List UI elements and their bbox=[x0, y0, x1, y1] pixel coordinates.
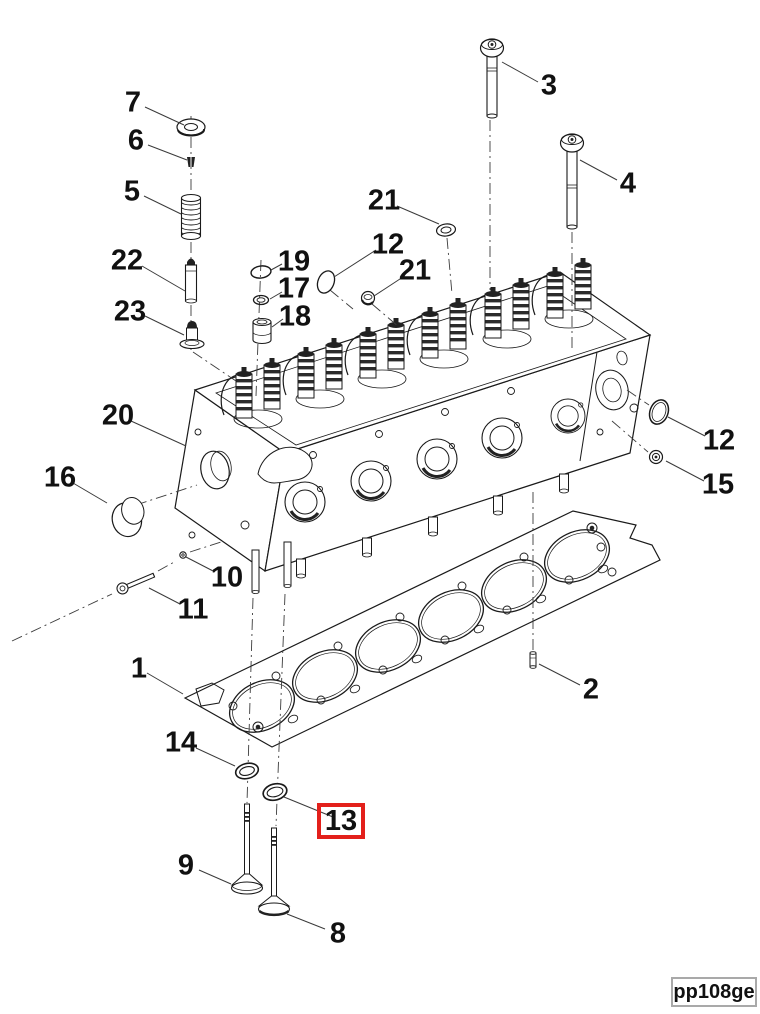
plug-part-21-mid bbox=[360, 290, 376, 306]
valve-guide-part-18 bbox=[252, 317, 272, 345]
callout-22[interactable]: 22 bbox=[110, 244, 144, 277]
valve-retainer-part-7 bbox=[176, 118, 206, 137]
callout-6[interactable]: 6 bbox=[127, 124, 145, 157]
callout-8[interactable]: 8 bbox=[329, 917, 347, 950]
intake-valve-part-9 bbox=[230, 803, 264, 895]
callout-1[interactable]: 1 bbox=[130, 652, 148, 685]
head-bolt-part-4 bbox=[559, 133, 585, 230]
valve-guide-tubes bbox=[251, 541, 292, 595]
head-bolt-part-3 bbox=[479, 38, 505, 119]
diagram-code-label: pp108ge bbox=[671, 977, 757, 1007]
callout-18[interactable]: 18 bbox=[278, 300, 312, 333]
callout-4[interactable]: 4 bbox=[619, 167, 637, 200]
callout-12-upper[interactable]: 12 bbox=[371, 228, 405, 261]
callout-3[interactable]: 3 bbox=[540, 69, 558, 102]
tappet-part-23 bbox=[179, 321, 205, 350]
callout-21-mid[interactable]: 21 bbox=[398, 254, 432, 287]
o-ring-part-12-upper bbox=[316, 270, 336, 294]
callout-leader-lines bbox=[72, 61, 706, 930]
exhaust-valve-part-8 bbox=[257, 827, 291, 917]
plug-part-15 bbox=[648, 449, 664, 465]
head-right-end-face bbox=[595, 350, 639, 436]
callout-17[interactable]: 17 bbox=[277, 272, 311, 305]
valve-keeper-part-6 bbox=[187, 157, 195, 167]
callout-12-right[interactable]: 12 bbox=[702, 424, 736, 457]
callout-10[interactable]: 10 bbox=[210, 561, 244, 594]
callout-5[interactable]: 5 bbox=[123, 175, 141, 208]
callout-7[interactable]: 7 bbox=[124, 86, 142, 119]
cylinder-head-drawing bbox=[174, 258, 652, 595]
callout-21-top[interactable]: 21 bbox=[367, 184, 401, 217]
seal-ring-part-17 bbox=[252, 294, 270, 306]
cup-plug-part-16 bbox=[111, 496, 145, 538]
callout-23[interactable]: 23 bbox=[113, 295, 147, 328]
snap-ring-part-19 bbox=[250, 265, 272, 279]
callout-11[interactable]: 11 bbox=[177, 593, 209, 626]
callout-9[interactable]: 9 bbox=[177, 849, 195, 882]
callout-19[interactable]: 19 bbox=[277, 245, 311, 278]
callout-15[interactable]: 15 bbox=[701, 468, 735, 501]
callout-16[interactable]: 16 bbox=[43, 461, 77, 494]
stud-part-11 bbox=[116, 572, 156, 595]
dowel-stud-part-2 bbox=[529, 651, 537, 669]
push-rod-part-22 bbox=[184, 258, 198, 304]
o-ring-part-12-right bbox=[648, 399, 670, 425]
valve-seat-part-13 bbox=[262, 782, 288, 802]
head-gasket-drawing bbox=[183, 510, 661, 748]
highlighted-callout-box[interactable]: 13 bbox=[317, 803, 365, 839]
callout-14[interactable]: 14 bbox=[164, 726, 198, 759]
ball-part-10 bbox=[179, 551, 187, 559]
callout-13[interactable]: 13 bbox=[324, 804, 358, 837]
valve-spring-part-5 bbox=[180, 194, 202, 240]
callout-20[interactable]: 20 bbox=[101, 399, 135, 432]
washer-part-21-top bbox=[435, 223, 457, 237]
valve-seat-part-14 bbox=[234, 762, 260, 780]
callout-2[interactable]: 2 bbox=[582, 673, 600, 706]
